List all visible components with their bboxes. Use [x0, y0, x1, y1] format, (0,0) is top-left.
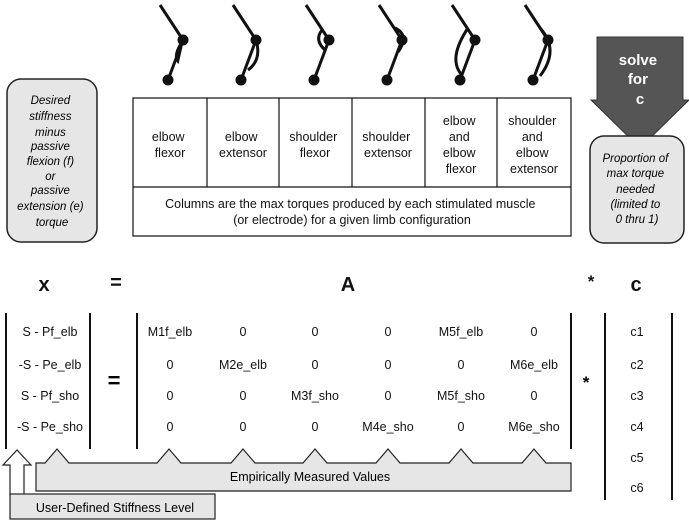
up-arrow-icon	[1, 449, 33, 496]
matrix-cell: M2e_elb	[219, 358, 267, 372]
desired-stiffness-box	[6, 78, 98, 243]
matrix-cell: 0	[385, 325, 392, 339]
c-vector-entry: c1	[630, 325, 643, 339]
proportion-box	[589, 135, 685, 244]
user-defined-box	[9, 493, 216, 520]
x-vector-entry: -S - Pe_elb	[19, 358, 82, 372]
matrix-cell: M5f_sho	[437, 389, 485, 403]
column-header-shoulder-and-elbow-extensor: shoulder and elbow extensor	[508, 114, 559, 176]
matrix-bars	[5, 313, 673, 500]
x-vector-entry: S - Pf_sho	[21, 389, 79, 403]
matrix-cell: 0	[531, 325, 538, 339]
column-header-elbow-extensor: elbow extensor	[219, 130, 267, 160]
c-vector-entry: c6	[630, 481, 643, 495]
matrix-cell: M1f_elb	[148, 325, 193, 339]
solve-for-c-text: solve for c	[619, 52, 662, 108]
user-defined-label: User-Defined Stiffness Level	[36, 501, 194, 515]
c-vector: c1 c2 c3 c4 c5 c6	[630, 325, 643, 495]
matrix-cell: 0	[458, 420, 465, 434]
matrix-cell: 0	[167, 420, 174, 434]
c-vector-entry: c2	[630, 358, 643, 372]
matrix-cell: 0	[167, 358, 174, 372]
torque-columns-table	[132, 97, 572, 237]
matrix-cell: M3f_sho	[291, 389, 339, 403]
matrix-cell: 0	[312, 420, 319, 434]
matrix-cell: 0	[312, 358, 319, 372]
matrix-cell: 0	[240, 325, 247, 339]
x-vector-entry: -S - Pe_sho	[17, 420, 83, 434]
table-caption: Columns are the max torques produced by …	[165, 197, 539, 227]
matrix-cell: M6e_sho	[508, 420, 559, 434]
A-matrix: M1f_elb 0 0 0 M5f_elb 0 0 M2e_elb 0 0 0 …	[148, 325, 560, 434]
empirical-values-label: Empirically Measured Values	[230, 470, 390, 484]
matrix-cell: 0	[531, 389, 538, 403]
header-times-sign: *	[588, 272, 595, 291]
matrix-cell: M6e_elb	[510, 358, 558, 372]
c-vector-entry: c3	[630, 389, 643, 403]
column-header-shoulder-extensor: shoulder extensor	[362, 130, 413, 160]
c-vector-entry: c4	[630, 420, 643, 434]
matrix-cell: 0	[312, 325, 319, 339]
x-vector-entry: S - Pf_elb	[23, 325, 78, 339]
column-header-elbow-and-elbow-flexor: elbow and elbow flexor	[443, 114, 479, 176]
c-label: c	[630, 274, 641, 296]
matrix-cell: 0	[240, 420, 247, 434]
header-equals-sign: =	[110, 272, 122, 294]
matrix-cell: 0	[167, 389, 174, 403]
matrix-cell: 0	[385, 389, 392, 403]
matrix-cell: 0	[458, 358, 465, 372]
matrix-cell: M5f_elb	[439, 325, 484, 339]
matrix-cell: 0	[240, 389, 247, 403]
solve-for-c-arrow	[589, 36, 689, 149]
limb-icon-elbow-flexor	[158, 4, 189, 86]
x-label: x	[38, 274, 49, 296]
limb-icon-elbow-and-elbow-flexor	[450, 4, 481, 86]
matrix-cell: 0	[385, 358, 392, 372]
limb-icon-elbow-extensor	[231, 4, 262, 86]
equals-sign: =	[108, 368, 121, 393]
limb-icon-shoulder-flexor	[304, 4, 335, 86]
x-vector: S - Pf_elb -S - Pe_elb S - Pf_sho -S - P…	[17, 325, 83, 434]
column-header-elbow-flexor: elbow flexor	[152, 130, 188, 160]
limb-icon-shoulder-extensor	[377, 4, 408, 86]
times-sign: *	[583, 373, 590, 392]
column-header-shoulder-flexor: shoulder flexor	[289, 130, 340, 160]
empirical-values-callout	[35, 448, 572, 492]
c-vector-entry: c5	[630, 451, 643, 465]
matrix-cell: M4e_sho	[362, 420, 413, 434]
proportion-text: Proportion of max torque needed (limited…	[602, 153, 671, 226]
A-label: A	[341, 274, 355, 296]
desired-stiffness-text: Desired stiffness minus passive flexion …	[17, 95, 87, 229]
limb-icon-shoulder-and-elbow-extensor	[523, 4, 554, 86]
